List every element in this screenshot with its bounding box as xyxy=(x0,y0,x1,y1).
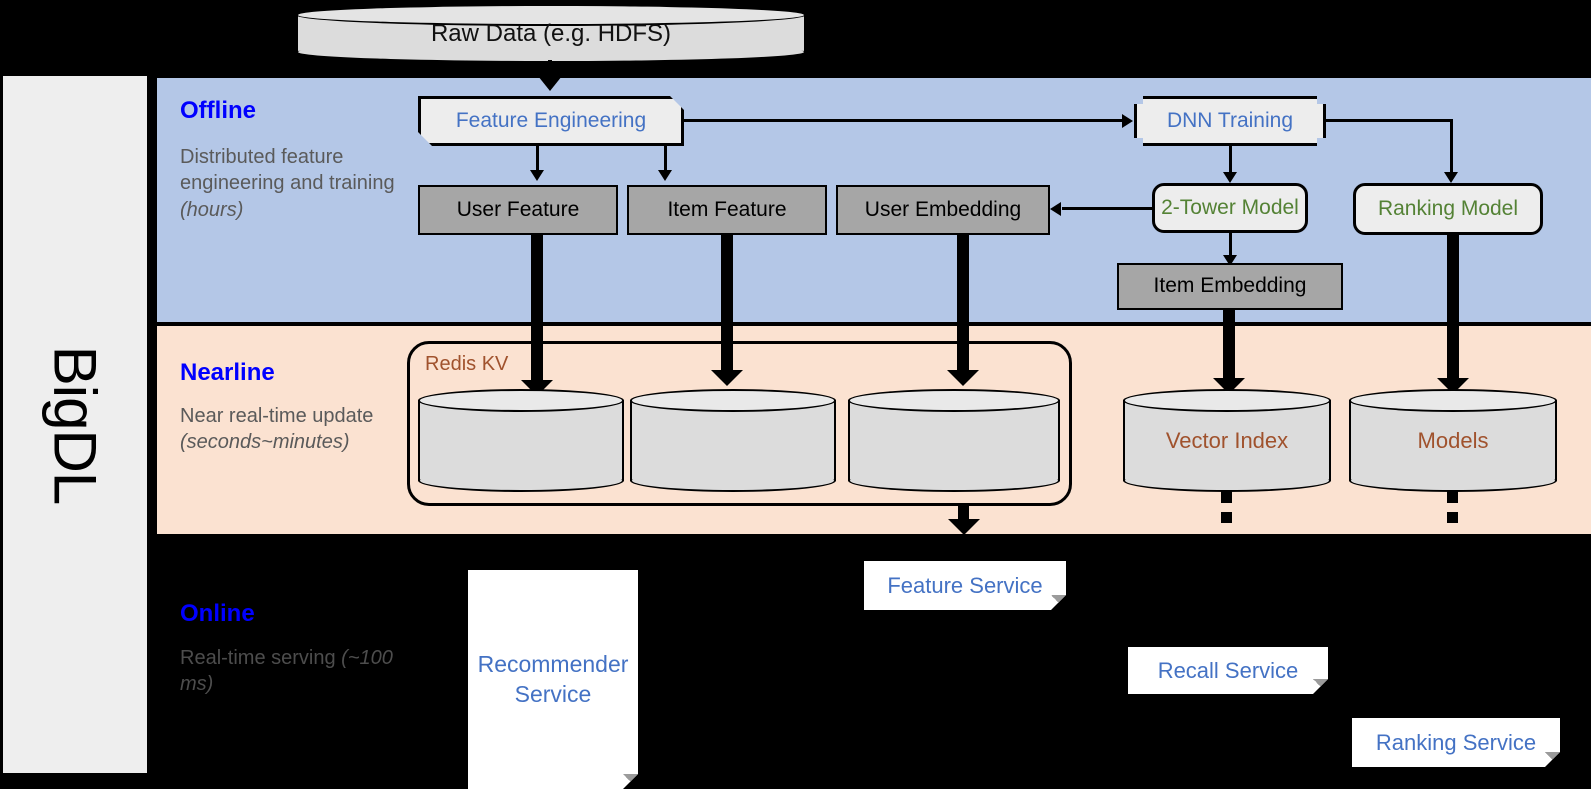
arrowhead-redis-featureservice xyxy=(948,519,980,535)
models-body xyxy=(1349,400,1557,481)
redis-kv-container xyxy=(407,341,1072,506)
pipe-rankingmodel-models xyxy=(1447,235,1459,385)
arrowhead-fe-userfeature xyxy=(530,170,544,181)
bigdl-sidebar: BigDL xyxy=(3,76,147,773)
store-user-feature-top xyxy=(418,389,624,412)
node-user-feature[interactable]: User Feature xyxy=(418,185,618,235)
node-recommender-service[interactable]: Recommender Service xyxy=(468,570,638,789)
store-vector-index[interactable]: Vector Index xyxy=(1123,389,1331,492)
vector-index-top xyxy=(1123,389,1331,412)
bigdl-label: BigDL xyxy=(41,345,109,504)
store-models[interactable]: Models xyxy=(1349,389,1557,492)
store-user-embedding[interactable] xyxy=(848,389,1060,492)
user-embedding-label: User Embedding xyxy=(864,197,1022,221)
node-two-tower-model[interactable]: 2-Tower Model xyxy=(1152,183,1308,233)
connector-rawdata-fe xyxy=(548,60,552,82)
connector-redis-featureservice-seg xyxy=(958,506,969,519)
node-ranking-service[interactable]: Ranking Service xyxy=(1352,718,1560,767)
recommender-service-label: Recommender Service xyxy=(477,650,629,707)
store-item-feature-top xyxy=(630,389,836,412)
feature-engineering-label: Feature Engineering xyxy=(455,108,647,132)
store-user-feature[interactable] xyxy=(418,389,624,492)
connector-fe-dnn xyxy=(684,119,1124,122)
node-item-embedding[interactable]: Item Embedding xyxy=(1117,263,1343,310)
dnn-training-label: DNN Training xyxy=(1166,108,1294,132)
store-item-feature[interactable] xyxy=(630,389,836,492)
ranking-service-label: Ranking Service xyxy=(1375,729,1537,755)
raw-data-store: Raw Data (e.g. HDFS) xyxy=(296,4,806,63)
redis-kv-label: Redis KV xyxy=(425,353,509,375)
node-feature-service[interactable]: Feature Service xyxy=(864,561,1066,610)
raw-data-top xyxy=(296,4,806,26)
node-user-embedding[interactable]: User Embedding xyxy=(836,185,1050,235)
arrowhead-rawdata-fe xyxy=(538,76,562,91)
node-recall-service[interactable]: Recall Service xyxy=(1128,647,1328,694)
two-tower-model-label: 2-Tower Model xyxy=(1161,195,1299,219)
item-feature-label: Item Feature xyxy=(667,197,787,221)
vector-index-body xyxy=(1123,400,1331,481)
store-user-feature-body xyxy=(418,400,624,481)
models-top xyxy=(1349,389,1557,412)
offline-description: Distributed feature engineering and trai… xyxy=(180,146,395,221)
pipe-userfeature-store xyxy=(531,235,543,388)
arrowhead-fe-dnn xyxy=(1122,114,1133,128)
connector-twotower-userembedding xyxy=(1062,207,1154,210)
arrowhead-itemfeature-store xyxy=(711,370,743,386)
connector-models-ranking-seg2 xyxy=(1447,512,1458,523)
node-feature-engineering[interactable]: Feature Engineering xyxy=(418,96,684,146)
node-item-feature[interactable]: Item Feature xyxy=(627,185,827,235)
connector-dnn-ranking-h xyxy=(1326,119,1452,122)
connector-dnn-ranking-v xyxy=(1450,119,1453,176)
node-ranking-model[interactable]: Ranking Model xyxy=(1353,183,1543,235)
store-item-feature-body xyxy=(630,400,836,481)
raw-data-label: Raw Data (e.g. HDFS) xyxy=(430,19,672,47)
connector-vectorindex-recall-seg2 xyxy=(1221,512,1232,523)
online-title: Online xyxy=(180,600,255,627)
store-user-embedding-body xyxy=(848,400,1060,481)
node-dnn-training[interactable]: DNN Training xyxy=(1134,96,1326,146)
connector-fe-itemfeature xyxy=(664,146,667,172)
offline-title: Offline xyxy=(180,97,256,124)
store-user-embedding-top xyxy=(848,389,1060,412)
connector-fe-userfeature xyxy=(536,146,539,172)
connector-dnn-twotower xyxy=(1229,146,1232,176)
arrowhead-userembedding-store xyxy=(947,370,979,386)
arrowhead-twotower-userembedding xyxy=(1050,202,1061,216)
connector-vectorindex-recall-seg1 xyxy=(1221,490,1232,503)
arrowhead-dnn-twotower xyxy=(1223,172,1237,183)
arrowhead-fe-itemfeature xyxy=(658,170,672,181)
arrowhead-twotower-itemembedding xyxy=(1223,255,1237,266)
item-embedding-label: Item Embedding xyxy=(1153,274,1307,298)
recall-service-label: Recall Service xyxy=(1157,657,1299,683)
ranking-model-label: Ranking Model xyxy=(1377,196,1519,220)
arrowhead-dnn-ranking xyxy=(1444,172,1458,183)
user-feature-label: User Feature xyxy=(456,197,580,221)
connector-twotower-itemembedding xyxy=(1229,233,1232,259)
nearline-title: Nearline xyxy=(180,359,275,386)
feature-service-label: Feature Service xyxy=(887,572,1043,598)
nearline-description: Near real-time update (seconds~minutes) xyxy=(180,405,374,454)
vector-index-label: Vector Index xyxy=(1165,427,1289,453)
connector-models-ranking-seg1 xyxy=(1447,490,1458,503)
pipe-itemembedding-vectorindex xyxy=(1223,310,1235,385)
models-label: Models xyxy=(1417,427,1489,453)
online-description: Real-time serving (~100 ms) xyxy=(180,647,393,696)
